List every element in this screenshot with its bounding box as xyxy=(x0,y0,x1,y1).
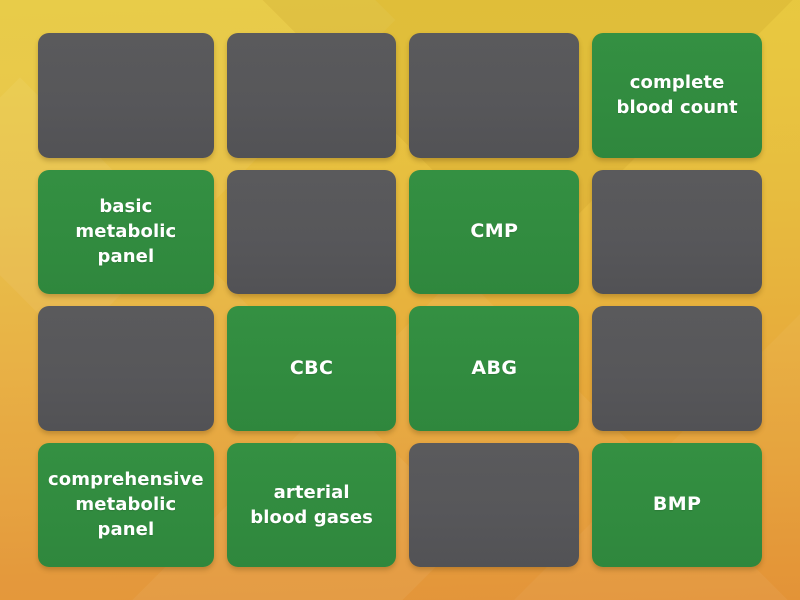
tile-12-hidden[interactable] xyxy=(592,306,762,431)
tile-2-hidden[interactable] xyxy=(226,33,397,158)
tile-4-revealed[interactable]: complete blood count xyxy=(592,33,762,158)
tile-label: CBC xyxy=(289,356,334,379)
tile-label: arterial blood gases xyxy=(250,481,373,528)
tile-label: comprehensive metabolic panel xyxy=(48,469,204,541)
tile-7-revealed[interactable]: CMP xyxy=(409,169,580,294)
tile-13-revealed[interactable]: comprehensive metabolic panel xyxy=(38,442,214,567)
tile-10-revealed[interactable]: CBC xyxy=(226,306,397,431)
tile-label: BMP xyxy=(652,493,702,516)
tile-5-revealed[interactable]: basic metabolic panel xyxy=(38,169,214,294)
tile-14-revealed[interactable]: arterial blood gases xyxy=(226,442,397,567)
tile-3-hidden[interactable] xyxy=(409,33,580,158)
tile-6-hidden[interactable] xyxy=(226,169,397,294)
tile-9-hidden[interactable] xyxy=(38,306,214,431)
tile-16-revealed[interactable]: BMP xyxy=(592,442,762,567)
tile-label: CMP xyxy=(470,220,519,243)
tile-label: basic metabolic panel xyxy=(75,196,177,268)
tile-8-hidden[interactable] xyxy=(592,169,762,294)
tile-15-hidden[interactable] xyxy=(409,442,580,567)
tile-label: complete blood count xyxy=(616,72,738,119)
tile-label: ABG xyxy=(471,356,518,379)
tile-1-hidden[interactable] xyxy=(38,33,214,158)
tile-grid: complete blood count basic metabolic pane… xyxy=(38,33,762,567)
tile-11-revealed[interactable]: ABG xyxy=(409,306,580,431)
